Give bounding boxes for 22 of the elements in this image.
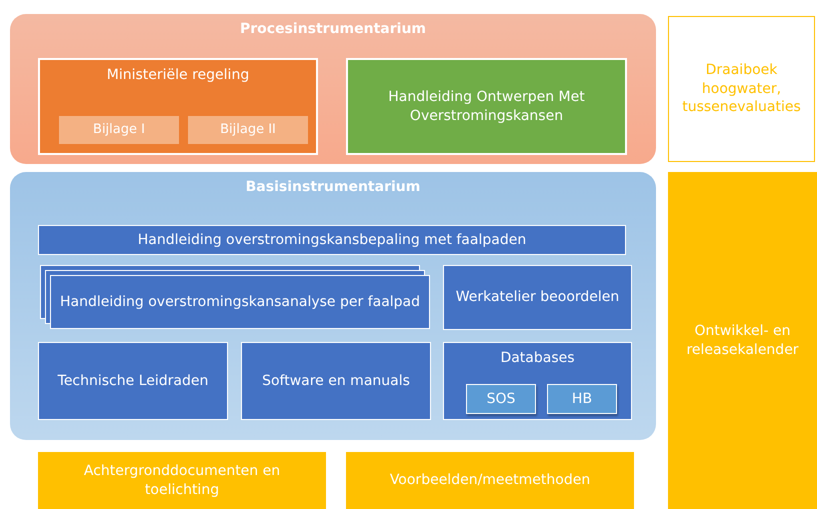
panel-title: Databases bbox=[499, 349, 576, 368]
process-panel bbox=[10, 14, 656, 164]
examples-box: Voorbeelden/meetmethoden bbox=[346, 452, 634, 509]
annex-box: Bijlage I bbox=[59, 116, 179, 144]
scenario-box: Draaiboek hoogwater, tussenevaluaties bbox=[668, 16, 815, 162]
annex-box: Bijlage II bbox=[188, 116, 308, 144]
panel-title: Procesinstrumentarium bbox=[238, 20, 428, 39]
calendar-panel: Ontwikkel- en releasekalender bbox=[668, 172, 817, 509]
manual-box: Handleiding overstromingskansanalyse per faalpad bbox=[50, 275, 430, 329]
base-panel bbox=[10, 172, 656, 440]
background-docs-box: Achtergronddocumenten en toelichting bbox=[38, 452, 326, 509]
database-chip: HB bbox=[547, 384, 617, 414]
database-box bbox=[443, 342, 632, 420]
database-chip: SOS bbox=[466, 384, 536, 414]
workshop-box: Werkatelier beoordelen bbox=[443, 265, 632, 330]
software-box: Software en manuals bbox=[241, 342, 431, 420]
manual-bar: Handleiding overstromingskansbepaling met faalpaden bbox=[38, 225, 626, 255]
manual-box: Handleiding Ontwerpen Met Overstromingskansen bbox=[346, 58, 627, 155]
panel-title: Ministeriële regeling bbox=[106, 66, 250, 85]
guideline-box: Technische Leidraden bbox=[38, 342, 228, 420]
regulation-box bbox=[38, 58, 318, 155]
panel-title: Basisinstrumentarium bbox=[244, 178, 422, 197]
